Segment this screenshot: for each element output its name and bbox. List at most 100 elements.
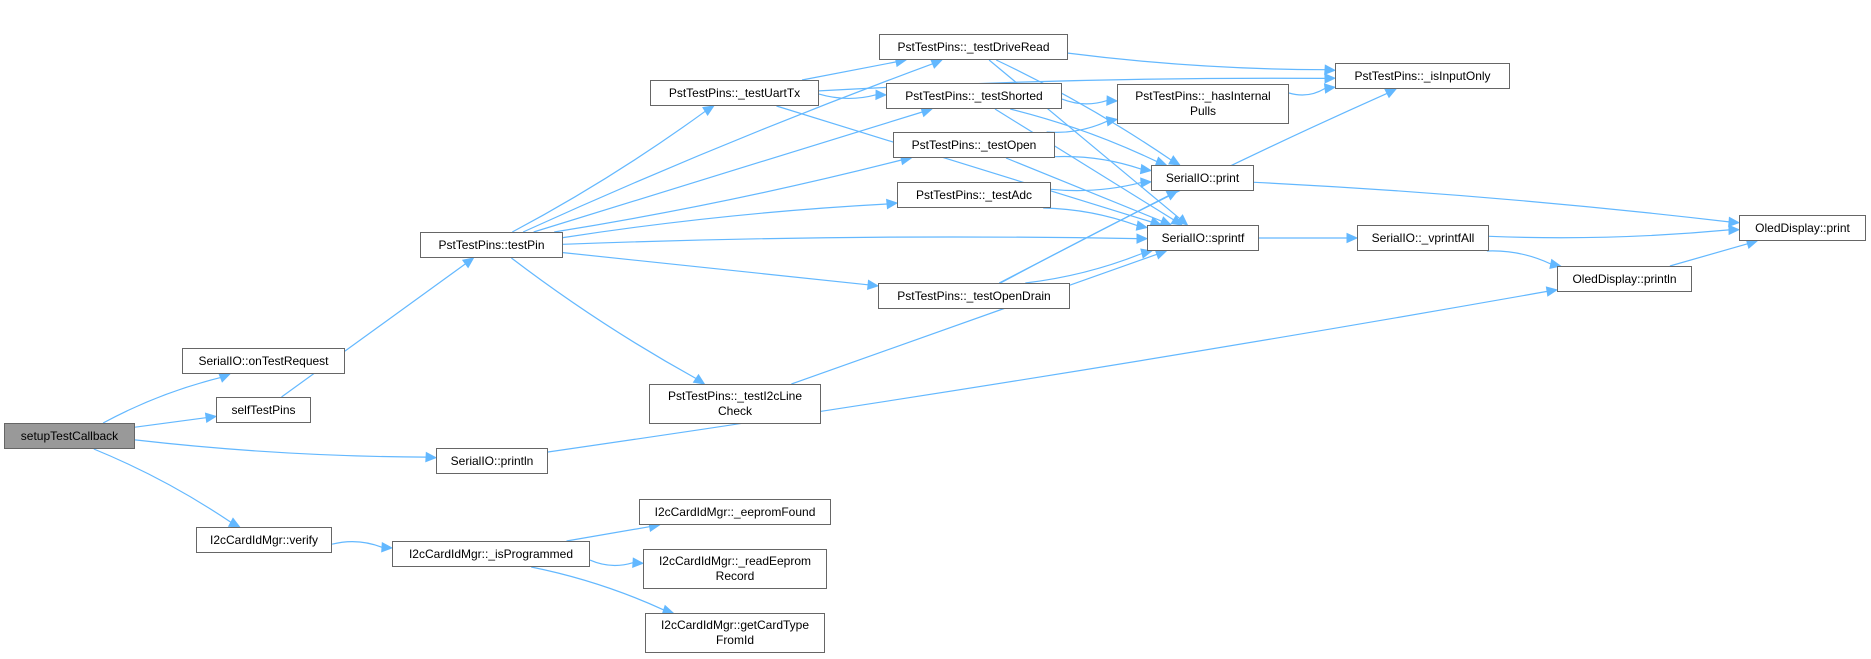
edge-testPin-to-testDriveRead [522, 63, 933, 233]
edge-testPin-to-testOpen [554, 159, 902, 233]
arrowhead-icon [1135, 220, 1149, 231]
node-label: SerialIO::_vprintfAll [1371, 230, 1475, 245]
node-label: SerialIO::println [450, 453, 534, 468]
edge-verify-to-isProgrammed [331, 541, 383, 548]
node-label: I2cCardIdMgr::_isProgrammed [408, 546, 574, 561]
node-label: SerialIO::print [1165, 170, 1240, 185]
arrowhead-icon [204, 412, 218, 424]
edge-testPin-to-testOpenDrain [562, 252, 869, 286]
edge-testOpenDrain-to-serialSprintf [1025, 252, 1143, 284]
edge-testUartTx-to-testShorted [818, 93, 877, 100]
edge-testPin-to-serialSprintf [562, 236, 1138, 245]
arrowhead-icon [1168, 155, 1181, 166]
arrowhead-icon [1136, 233, 1149, 244]
node-serialio-print[interactable]: SerialIO::print [1151, 165, 1254, 191]
edge-testPin-to-testAdc [562, 203, 888, 239]
node-label: PstTestPins::_testDriveRead [897, 39, 1050, 54]
node-serialio-sprintf[interactable]: SerialIO::sprintf [1147, 225, 1259, 251]
edge-vprintfAll-to-oledPrintln [1486, 250, 1552, 265]
edge-oledPrintln-to-oledPrint [1669, 243, 1748, 267]
node-label: SerialIO::onTestRequest [198, 353, 329, 368]
arrowhead-icon [1170, 214, 1184, 226]
node-pst-test-pins-is-input-only[interactable]: PstTestPins::_isInputOnly [1335, 63, 1510, 89]
node-label: PstTestPins::_isInputOnly [1354, 68, 1491, 83]
node-pst-test-pins-test-open[interactable]: PstTestPins::_testOpen [893, 132, 1055, 158]
node-pst-test-pins-test-open-drain[interactable]: PstTestPins::_testOpenDrain [878, 283, 1070, 309]
arrowhead-icon [1140, 248, 1153, 259]
node-label: PstTestPins::testPin [438, 237, 545, 252]
node-label: PstTestPins::_testShorted [905, 88, 1043, 103]
node-pst-test-pins-test-adc[interactable]: PstTestPins::_testAdc [897, 182, 1051, 208]
edge-selfTestPins-to-testPin [281, 263, 466, 398]
node-label: PstTestPins::_testOpen [911, 137, 1037, 152]
arrowhead-icon [930, 59, 944, 69]
arrowhead-icon [1728, 224, 1741, 236]
arrowhead-icon [218, 372, 232, 383]
node-serialio-vprintf-all[interactable]: SerialIO::_vprintfAll [1357, 225, 1489, 251]
arrowhead-icon [632, 557, 645, 568]
edge-testAdc-to-serialPrint [1050, 182, 1142, 192]
node-pst-test-pins-test-uart-tx[interactable]: PstTestPins::_testUartTx [650, 80, 819, 106]
node-label: PstTestPins::_testUartTx [668, 85, 801, 100]
edge-hasInternalPulls-to-isInputOnly [1288, 87, 1326, 96]
node-label: Record [715, 569, 755, 583]
node-pst-test-pins-test-shorted[interactable]: PstTestPins::_testShorted [886, 83, 1062, 109]
edge-vprintfAll-to-oledPrint [1488, 229, 1730, 239]
edge-testDriveRead-to-serialSprintf [988, 59, 1181, 220]
arrowhead-icon [1324, 73, 1337, 84]
node-oled-display-println[interactable]: OledDisplay::println [1557, 266, 1692, 292]
arrowhead-icon [875, 89, 888, 101]
node-label: SerialIO::sprintf [1161, 230, 1245, 245]
edge-setupTestCallback-to-serialPrintln [134, 439, 427, 458]
node-label: I2cCardIdMgr::verify [209, 532, 319, 547]
edge-isProgrammed-to-eepromFound [566, 526, 650, 542]
node-label: PstTestPins::_testI2cLine [667, 389, 803, 403]
edge-setupTestCallback-to-onTestRequest [102, 377, 221, 424]
arrowhead-icon [1324, 64, 1337, 75]
arrowhead-icon [1346, 232, 1359, 244]
node-pst-test-pins-test-pin[interactable]: PstTestPins::testPin [420, 232, 563, 258]
node-label: OledDisplay::print [1755, 220, 1850, 235]
node-serialio-println[interactable]: SerialIO::println [436, 448, 548, 474]
node-label: PstTestPins::_testAdc [915, 187, 1033, 202]
node-label: I2cCardIdMgr::_readEeprom [658, 554, 812, 568]
node-setup-test-callback[interactable]: setupTestCallback [4, 423, 135, 449]
node-label: Pulls [1189, 104, 1216, 118]
node-pst-test-pins-test-drive-read[interactable]: PstTestPins::_testDriveRead [879, 34, 1068, 60]
node-serialio-on-test-request[interactable]: SerialIO::onTestRequest [182, 348, 345, 374]
edge-testShorted-to-serialSprintf [994, 108, 1174, 221]
edge-setupTestCallback-to-verify [93, 448, 232, 523]
edge-isProgrammed-to-getCardTypeFromId [531, 566, 664, 611]
node-label: Check [717, 404, 752, 418]
node-label: I2cCardIdMgr::getCardType [660, 618, 810, 632]
arrowhead-icon [1323, 83, 1337, 94]
edge-serialPrint-to-oledPrint [1253, 181, 1730, 223]
edge-testDriveRead-to-serialPrint [995, 59, 1172, 161]
arrowhead-icon [1384, 88, 1398, 99]
edge-testShorted-to-serialPrint [1010, 108, 1158, 163]
node-i2c-card-id-mgr-verify[interactable]: I2cCardIdMgr::verify [196, 527, 332, 553]
arrowhead-icon [886, 198, 899, 210]
edge-testDriveRead-to-isInputOnly [1067, 52, 1326, 71]
edge-testOpen-to-serialSprintf [1005, 157, 1162, 222]
edge-testUartTx-to-serialSprintf [776, 105, 1152, 223]
edge-setupTestCallback-to-selfTestPins [134, 417, 207, 428]
arrowhead-icon [1154, 249, 1168, 260]
edge-testOpen-to-serialPrint [1054, 155, 1142, 170]
arrowhead-icon [381, 541, 394, 553]
arrowhead-icon [1545, 286, 1559, 297]
node-self-test-pins[interactable]: selfTestPins [216, 397, 311, 423]
node-i2c-card-id-mgr-eeprom-found[interactable]: I2cCardIdMgr::_eepromFound [639, 499, 831, 525]
edge-testOpen-to-hasInternalPulls [1046, 120, 1108, 133]
edge-testUartTx-to-testDriveRead [801, 61, 897, 81]
arrowhead-icon [867, 279, 880, 291]
node-oled-display-print[interactable]: OledDisplay::print [1739, 215, 1866, 241]
arrowhead-icon [1140, 177, 1153, 188]
arrowhead-icon [1139, 163, 1153, 175]
node-i2c-card-id-mgr-is-programmed[interactable]: I2cCardIdMgr::_isProgrammed [392, 541, 590, 567]
node-label: FromId [715, 633, 754, 647]
